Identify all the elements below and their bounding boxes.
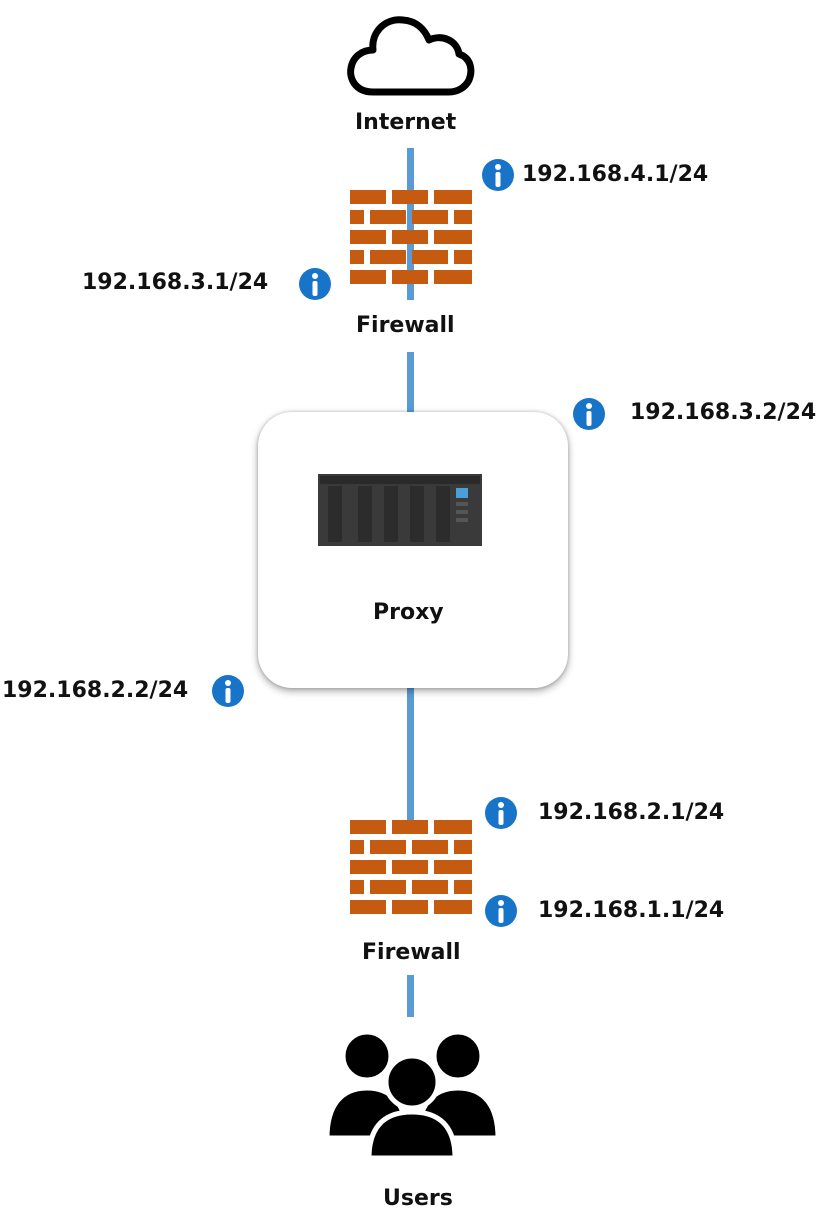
internet-label: Internet xyxy=(355,110,457,135)
info-icon[interactable] xyxy=(211,674,245,708)
info-icon[interactable] xyxy=(484,796,518,830)
ip-fw-top-inside: 192.168.3.1/24 xyxy=(82,270,269,295)
link-firewall-users xyxy=(407,975,414,1017)
firewall-icon xyxy=(350,190,472,284)
proxy-label: Proxy xyxy=(373,600,444,625)
link-firewall-proxy xyxy=(407,352,414,414)
ip-proxy-outside: 192.168.3.2/24 xyxy=(630,400,817,425)
firewall-icon xyxy=(350,820,472,914)
ip-proxy-inside: 192.168.2.2/24 xyxy=(2,678,189,703)
ip-fw-top-outside: 192.168.4.1/24 xyxy=(522,162,709,187)
link-internet-firewall xyxy=(407,148,414,300)
server-icon xyxy=(318,474,482,546)
ip-fw-bottom-outside: 192.168.2.1/24 xyxy=(538,800,725,825)
proxy-node[interactable]: Proxy xyxy=(258,412,568,688)
ip-fw-bottom-inside: 192.168.1.1/24 xyxy=(538,898,725,923)
users-icon xyxy=(325,1030,500,1160)
users-label: Users xyxy=(383,1186,453,1211)
info-icon[interactable] xyxy=(572,397,606,431)
info-icon[interactable] xyxy=(481,158,515,192)
link-proxy-firewall xyxy=(407,688,414,828)
info-icon[interactable] xyxy=(484,894,518,928)
cloud-icon xyxy=(347,16,475,96)
firewall-bottom-label: Firewall xyxy=(362,940,461,965)
info-icon[interactable] xyxy=(298,267,332,301)
firewall-top-label: Firewall xyxy=(356,313,455,338)
